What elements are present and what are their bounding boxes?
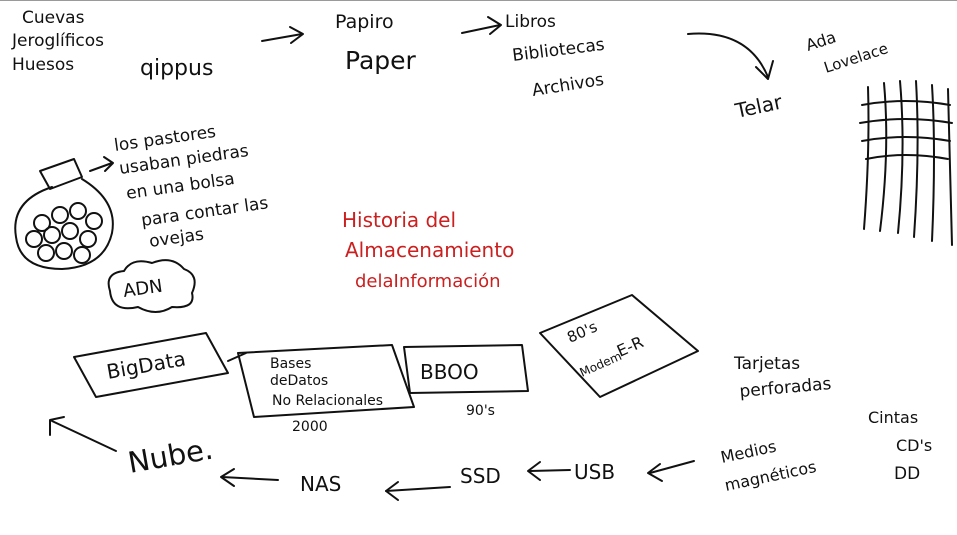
arrow-nube-to-bigdata bbox=[51, 420, 117, 452]
note-usb: USB bbox=[574, 460, 615, 484]
note-bases: Bases bbox=[270, 356, 311, 372]
note-perforadas: perforadas bbox=[739, 374, 833, 402]
title-line-3: delaInformación bbox=[355, 271, 501, 292]
note-90s: 90's bbox=[466, 403, 495, 419]
note-jeroglificos: Jeroglíficos bbox=[11, 31, 104, 51]
note-medios: Medios bbox=[719, 437, 778, 467]
note-no-relacionales: No Relacionales bbox=[272, 393, 383, 409]
stone-bag-drawing bbox=[14, 158, 114, 270]
note-dedatos: deDatos bbox=[270, 373, 328, 389]
arrow-to-telar bbox=[687, 32, 769, 78]
arrow-head bbox=[487, 16, 502, 35]
note-ada: Ada bbox=[803, 27, 838, 55]
note-adn: ADN bbox=[122, 276, 164, 302]
arrow-head bbox=[527, 461, 541, 481]
note-dd: DD bbox=[894, 464, 920, 484]
note-tarjetas: Tarjetas bbox=[733, 354, 800, 374]
arrow-bag-to-text bbox=[89, 162, 113, 172]
note-e-r: E-R bbox=[614, 332, 646, 360]
arrow-head bbox=[220, 468, 235, 487]
note-papiro: Papiro bbox=[335, 11, 394, 33]
title-line-2: Almacenamiento bbox=[345, 238, 514, 262]
note-nas: NAS bbox=[300, 472, 341, 496]
note-bibliotecas: Bibliotecas bbox=[511, 35, 606, 66]
note-quipus: qippus bbox=[140, 56, 213, 81]
bigdata-box bbox=[73, 332, 229, 398]
arrow-head bbox=[49, 416, 65, 436]
title-line-1: Historia del bbox=[342, 208, 456, 232]
note-80s: 80's bbox=[564, 318, 600, 347]
note-cuevas: Cuevas bbox=[22, 8, 85, 28]
arrow-head bbox=[385, 481, 399, 501]
note-paper: Paper bbox=[345, 46, 417, 75]
arrow-usb-to-ssd bbox=[529, 469, 571, 472]
arrow-head bbox=[289, 26, 304, 44]
note-libros: Libros bbox=[505, 12, 556, 32]
note-bboo: BBOO bbox=[420, 360, 479, 384]
arrow-papiro-to-libros bbox=[461, 24, 501, 34]
arrow-medios-to-usb bbox=[649, 460, 695, 474]
note-archivos: Archivos bbox=[531, 70, 606, 101]
note-2000: 2000 bbox=[292, 419, 328, 435]
arrow-head bbox=[755, 60, 774, 80]
note-huesos: Huesos bbox=[12, 55, 74, 75]
connector-bigdata-nosql bbox=[227, 352, 247, 362]
nosql-box bbox=[237, 344, 415, 418]
note-cintas: Cintas bbox=[868, 408, 918, 427]
arrow-head bbox=[647, 463, 663, 482]
note-telar: Telar bbox=[732, 89, 785, 123]
bboo-box bbox=[403, 344, 529, 394]
note-nube: Nube. bbox=[125, 432, 215, 480]
eighties-box bbox=[539, 294, 699, 398]
note-bigdata: BigData bbox=[105, 346, 188, 383]
arrow-ssd-to-nas bbox=[385, 486, 451, 492]
note-modem: Modem bbox=[578, 349, 624, 380]
note-ssd: SSD bbox=[460, 464, 501, 488]
note-cds: CD's bbox=[896, 436, 932, 455]
loom-drawing bbox=[859, 80, 953, 246]
adn-cloud bbox=[107, 259, 196, 313]
arrow-head bbox=[103, 156, 114, 172]
arrow-nas-to-nube bbox=[221, 476, 279, 481]
arrow-quipus-to-papiro bbox=[261, 33, 303, 42]
